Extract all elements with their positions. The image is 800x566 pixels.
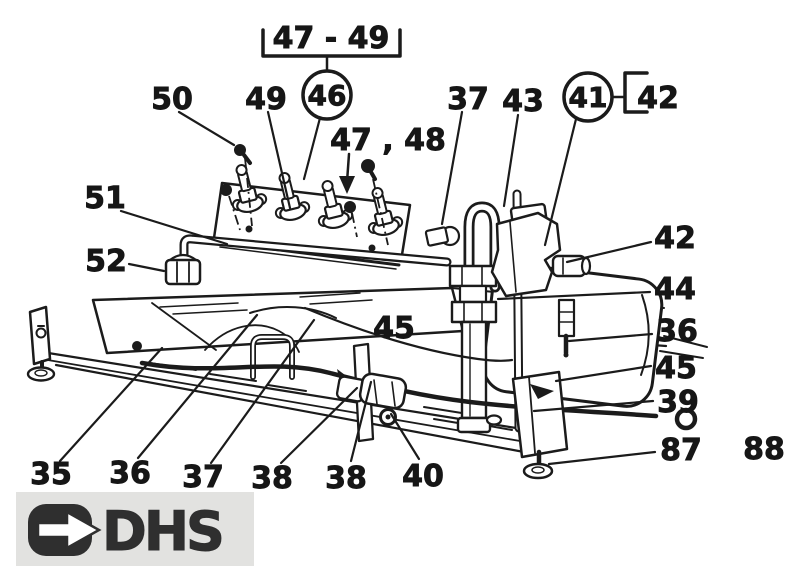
- callout-45-right: 45: [655, 351, 697, 386]
- callout-50: 50: [151, 82, 193, 117]
- callout-87: 87: [660, 433, 702, 468]
- cable-arch: [250, 334, 295, 380]
- leader-lines: [58, 110, 657, 466]
- callout-marks: [261, 28, 649, 123]
- right-arrow-icon: [36, 509, 102, 551]
- right-foot: [485, 370, 569, 480]
- hose-clamp: [335, 342, 408, 443]
- hose-45: [303, 306, 514, 362]
- bracket-47-49: [261, 28, 402, 58]
- nozzle-4: [367, 187, 404, 237]
- feed-pipe: [164, 234, 452, 286]
- callout-39: 39: [657, 385, 699, 420]
- callout-45-mid: 45: [373, 311, 415, 346]
- nut-52: [164, 253, 202, 286]
- dhs-logo: DHS: [16, 492, 254, 566]
- callout-42-bracket: 42: [637, 81, 679, 116]
- bolt-50: [234, 144, 253, 227]
- callout-47-48: 47 , 48: [330, 123, 446, 158]
- callout-37-bottom: 37: [182, 460, 224, 495]
- hose-end-loop: [674, 407, 698, 431]
- nozzle-3: [317, 180, 354, 230]
- callout-labels: 47 - 49 50 49 46 47 , 48 37 43 41 42 51 …: [30, 21, 786, 497]
- callout-46-circled: 46: [308, 79, 347, 112]
- nozzle-1: [231, 164, 268, 214]
- callout-36-bottom: 36: [109, 456, 151, 491]
- left-foot: [26, 305, 56, 382]
- valve-block: [490, 202, 562, 298]
- callout-38-left: 38: [251, 461, 293, 496]
- callout-38-right: 38: [325, 461, 367, 496]
- bolt-left-lower: [220, 184, 241, 231]
- connector-36: [557, 298, 576, 358]
- arrow-47: [339, 152, 358, 238]
- cable: [249, 305, 337, 319]
- callout-40: 40: [402, 459, 444, 494]
- callout-group-47-49: 47 - 49: [273, 21, 390, 56]
- callout-35: 35: [30, 457, 72, 492]
- fitting-37: [424, 226, 449, 247]
- callout-51: 51: [84, 181, 126, 216]
- bolt-48: [361, 159, 389, 246]
- callout-37-top: 37: [447, 82, 489, 117]
- logo-text: DHS: [102, 500, 222, 563]
- panel-hole: [132, 341, 142, 351]
- circle-46: [301, 69, 353, 121]
- bracket-42: [623, 71, 649, 114]
- rail-hole: [485, 414, 503, 426]
- callout-52: 52: [85, 244, 127, 279]
- callout-41-circled: 41: [569, 81, 608, 114]
- callout-44: 44: [654, 272, 696, 307]
- callout-49: 49: [245, 82, 287, 117]
- callout-36-right: 36: [656, 314, 698, 349]
- callout-43: 43: [502, 84, 544, 119]
- callout-42-right: 42: [654, 221, 696, 256]
- callout-88: 88: [743, 432, 785, 467]
- u-pipe: [463, 201, 501, 293]
- outlet-fitting: [551, 254, 592, 278]
